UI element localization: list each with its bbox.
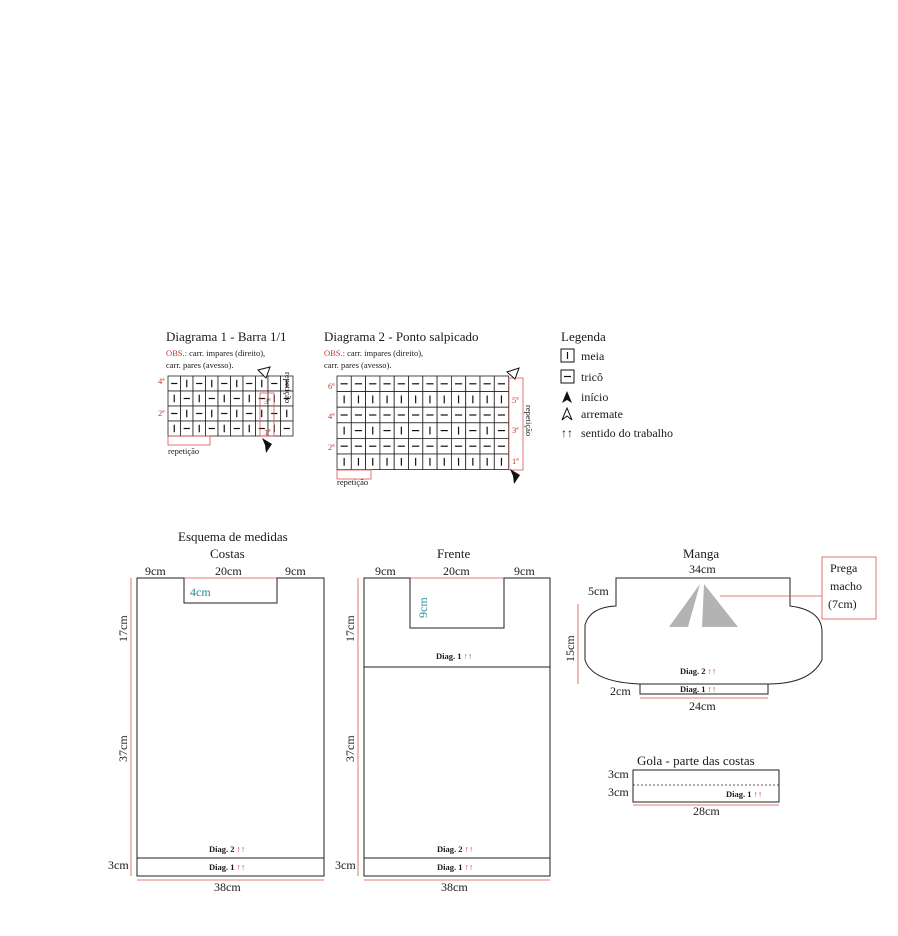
costas-neck-depth: 4cm [190, 585, 211, 599]
diagram2-row-label-4: 4ª [328, 411, 335, 421]
frente-diag-top: Diag. 1 ↑↑ [436, 651, 472, 661]
costas-outline [136, 577, 325, 877]
manga-cuff [639, 683, 769, 695]
prega-callout-line1: Prega [830, 561, 858, 575]
manga-top: 34cm [689, 562, 716, 576]
diagram1-right-label-3: 3ª [264, 396, 271, 406]
frente-side-mid: 37cm [343, 735, 357, 762]
diagram2-row-label-2: 2ª [328, 442, 335, 452]
arremate-icon [506, 367, 520, 380]
diagram1-title: Diagrama 1 - Barra 1/1 [166, 329, 287, 344]
diagram1-repeat-bracket-bottom [167, 435, 211, 446]
diagram1-obs-line2: carr. pares (avesso). [166, 360, 234, 370]
frente-side-bottom: 3cm [335, 858, 356, 872]
manga-cuff-left: 2cm [610, 684, 631, 698]
sentido-arrows-icon: ↑↑ [561, 426, 573, 440]
diagram1-repeat-bracket-side [259, 392, 275, 437]
gola-side2: 3cm [608, 785, 629, 799]
gola-bottom: 28cm [693, 804, 720, 818]
prega-fold-right [702, 584, 738, 627]
manga-piece: Manga 34cm Prega macho (7cm) 5cm 15cm Di… [563, 546, 877, 713]
frente-neck-depth: 9cm [416, 597, 430, 618]
schema-title: Esquema de medidas [178, 529, 288, 544]
frente-diag1: Diag. 1 ↑↑ [437, 862, 473, 872]
frente-top-mid: 20cm [443, 564, 470, 578]
costas-side-top: 17cm [116, 615, 130, 642]
manga-diag2: Diag. 2 ↑↑ [680, 666, 716, 676]
diagram1-row-label-2: 2ª [158, 408, 165, 418]
costas-side-mid: 37cm [116, 735, 130, 762]
diagram1: Diagrama 1 - Barra 1/1 OBS.: carr. impar… [158, 329, 294, 456]
manga-side: 15cm [563, 635, 577, 662]
costas-side-bottom: 3cm [108, 858, 129, 872]
gola-outline [632, 769, 780, 803]
frente-side-top: 17cm [343, 615, 357, 642]
legend-inicio: início [581, 390, 608, 404]
gola-title: Gola - parte das costas [637, 753, 755, 768]
diagram1-right-label-1: 1ª [264, 427, 271, 437]
inicio-icon [510, 469, 520, 484]
legend-arremate: arremate [581, 407, 623, 421]
frente-outline [363, 577, 551, 877]
frente-bottom: 38cm [441, 880, 468, 894]
diagram1-repeticao-bottom: repetição [168, 446, 199, 456]
diagram2-obs: OBS.: carr. impares (direito), [324, 348, 423, 358]
diagram2-obs-line1: carr. impares (direito), [347, 348, 423, 358]
costas-top-right: 9cm [285, 564, 306, 578]
legend: Legenda meia tricô início arremate ↑↑ se… [560, 329, 673, 440]
costas-top-mid: 20cm [215, 564, 242, 578]
diagram2-repeticao-side: repetição [524, 405, 534, 436]
diagram1-obs-line1: carr. impares (direito), [189, 348, 265, 358]
manga-title: Manga [683, 546, 719, 561]
gola-side1: 3cm [608, 767, 629, 781]
diagram2-row-label-6: 6ª [328, 381, 335, 391]
diagram1-row-label-4: 4ª [158, 376, 165, 386]
legend-meia: meia [581, 349, 605, 363]
prega-callout-line2: macho [830, 579, 862, 593]
inicio-icon [262, 438, 272, 453]
diagram2-repeat-bracket-bottom [336, 469, 372, 480]
manga-bottom: 24cm [689, 699, 716, 713]
diagram2-obs-label: OBS.: [324, 348, 345, 358]
diagram2-right-label-1: 1ª [512, 456, 519, 466]
manga-diag1: Diag. 1 ↑↑ [680, 684, 716, 694]
gola-diag1: Diag. 1 ↑↑ [726, 789, 762, 799]
frente-piece: Frente 9cm 20cm 9cm 9cm Diag. 1 ↑↑ 17cm … [335, 546, 551, 894]
diagram1-obs-label: OBS.: [166, 348, 187, 358]
legend-trico: tricô [581, 370, 603, 384]
frente-top-right: 9cm [514, 564, 535, 578]
diagram2-repeat-bracket-side [508, 377, 524, 471]
diagram1-grid [167, 375, 294, 437]
legend-sentido: sentido do trabalho [581, 426, 673, 440]
frente-diag2: Diag. 2 ↑↑ [437, 844, 473, 854]
costas-title: Costas [210, 546, 245, 561]
diagram2-obs-line2: carr. pares (avesso). [324, 360, 392, 370]
legend-title: Legenda [561, 329, 606, 344]
diagram2-repeticao-bottom: repetição [337, 477, 368, 487]
arremate-arrow-icon [561, 406, 573, 421]
prega-fold-left [669, 584, 700, 627]
costas-bottom: 38cm [214, 880, 241, 894]
diagram1-repeticao-side: repetição [283, 372, 293, 403]
costas-top-left: 9cm [145, 564, 166, 578]
costas-piece: Costas 9cm 20cm 9cm 4cm 17cm 37cm 3cm Di… [108, 546, 325, 894]
prega-callout-box [821, 556, 877, 620]
diagram2-grid [336, 375, 509, 471]
costas-diag2: Diag. 2 ↑↑ [209, 844, 245, 854]
frente-top-left: 9cm [375, 564, 396, 578]
diagram1-obs: OBS.: carr. impares (direito), [166, 348, 265, 358]
diagram2: Diagrama 2 - Ponto salpicado OBS.: carr.… [324, 329, 534, 487]
arremate-icon [257, 366, 271, 379]
manga-left-notch: 5cm [588, 584, 609, 598]
diagram2-title: Diagrama 2 - Ponto salpicado [324, 329, 479, 344]
diagram2-right-label-5: 5ª [512, 395, 519, 405]
costas-diag1: Diag. 1 ↑↑ [209, 862, 245, 872]
diagram2-right-label-3: 3ª [512, 425, 519, 435]
inicio-arrow-icon [562, 391, 572, 403]
frente-title: Frente [437, 546, 470, 561]
prega-callout-line3: (7cm) [828, 597, 857, 611]
gola-piece: Gola - parte das costas 3cm 3cm Diag. 1 … [608, 753, 780, 818]
